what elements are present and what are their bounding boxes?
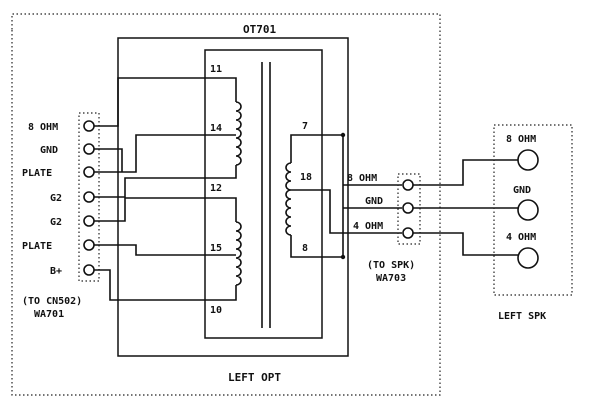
pin-g2-2 — [83, 215, 95, 227]
connector-wa701-caption-1: (TO CN502) — [22, 296, 82, 307]
pin-plate-1 — [83, 166, 95, 178]
pin-label-g2-2: G2 — [50, 217, 62, 228]
wire-tap-7 — [290, 134, 343, 163]
speaker-label-4ohm: 4 OHM — [506, 232, 536, 243]
connector-wa703-outline — [397, 173, 421, 245]
speaker-terminal-4ohm — [517, 247, 539, 269]
pin-label-bplus: B+ — [50, 266, 62, 277]
tap-label-15: 15 — [210, 243, 222, 254]
wire-tap-8 — [290, 235, 343, 258]
wire-tap-11 — [206, 77, 237, 102]
connector-wa703-caption-2: WA703 — [376, 273, 406, 284]
transformer-name: OT701 — [243, 23, 276, 36]
out-label-gnd: GND — [365, 196, 383, 207]
wire-tap-10 — [206, 285, 237, 301]
speaker-terminal-8ohm — [517, 149, 539, 171]
speaker-label-8ohm: 8 OHM — [506, 134, 536, 145]
wire-tap-12-upper — [206, 165, 237, 179]
connector-wa701 — [83, 120, 95, 276]
pin-label-8ohm: 8 OHM — [28, 122, 58, 133]
wire-out-4ohm — [322, 189, 402, 234]
speaker-terminal-gnd — [517, 199, 539, 221]
pin-plate-2 — [83, 239, 95, 251]
wire-plate-2 — [94, 244, 206, 256]
pin-label-gnd: GND — [40, 145, 58, 156]
wire-tap-12-lower — [206, 197, 237, 222]
out-label-4ohm: 4 OHM — [353, 221, 383, 232]
transformer-caption: LEFT OPT — [228, 371, 281, 384]
tap-label-14: 14 — [210, 123, 222, 134]
speaker-terminals — [517, 149, 539, 269]
pin-label-g2-1: G2 — [50, 193, 62, 204]
pin-4ohm-out — [402, 227, 414, 239]
connector-wa701-caption-2: WA701 — [34, 309, 64, 320]
tap-label-10: 10 — [210, 305, 222, 316]
speaker-caption: LEFT SPK — [498, 311, 546, 322]
pin-8ohm-out — [402, 179, 414, 191]
pin-g2-1 — [83, 191, 95, 203]
chassis-outline — [11, 13, 441, 396]
out-label-8ohm: 8 OHM — [347, 173, 377, 184]
tap-label-12: 12 — [210, 183, 222, 194]
wire-spk-8ohm — [413, 159, 520, 186]
pin-8ohm-in — [83, 120, 95, 132]
primary-coil-lower — [235, 221, 242, 286]
connector-wa703-caption-1: (TO SPK) — [367, 260, 415, 271]
primary-coil-upper — [235, 101, 242, 166]
tap-label-8: 8 — [302, 243, 308, 254]
wire-g2-1 — [94, 177, 206, 198]
wire-plate-1 — [94, 134, 206, 173]
pin-gnd-in — [83, 143, 95, 155]
tap-label-11: 11 — [210, 64, 222, 75]
wire-spk-4ohm — [413, 232, 520, 256]
wire-8ohm-feed — [94, 77, 206, 127]
transformer-enclosure — [117, 37, 349, 357]
secondary-coil — [285, 162, 292, 236]
pin-gnd-out — [402, 202, 414, 214]
pin-bplus — [83, 264, 95, 276]
pin-label-plate-2: PLATE — [22, 241, 52, 252]
tap-label-18: 18 — [300, 172, 312, 183]
speaker-label-gnd: GND — [513, 185, 531, 196]
wire-g2-2 — [94, 197, 206, 222]
connector-wa703 — [402, 179, 414, 239]
wire-gnd-feed — [94, 148, 123, 172]
wire-bplus — [94, 269, 206, 301]
tap-label-7: 7 — [302, 121, 308, 132]
transformer-core-frame — [204, 49, 323, 339]
pin-label-plate-1: PLATE — [22, 168, 52, 179]
